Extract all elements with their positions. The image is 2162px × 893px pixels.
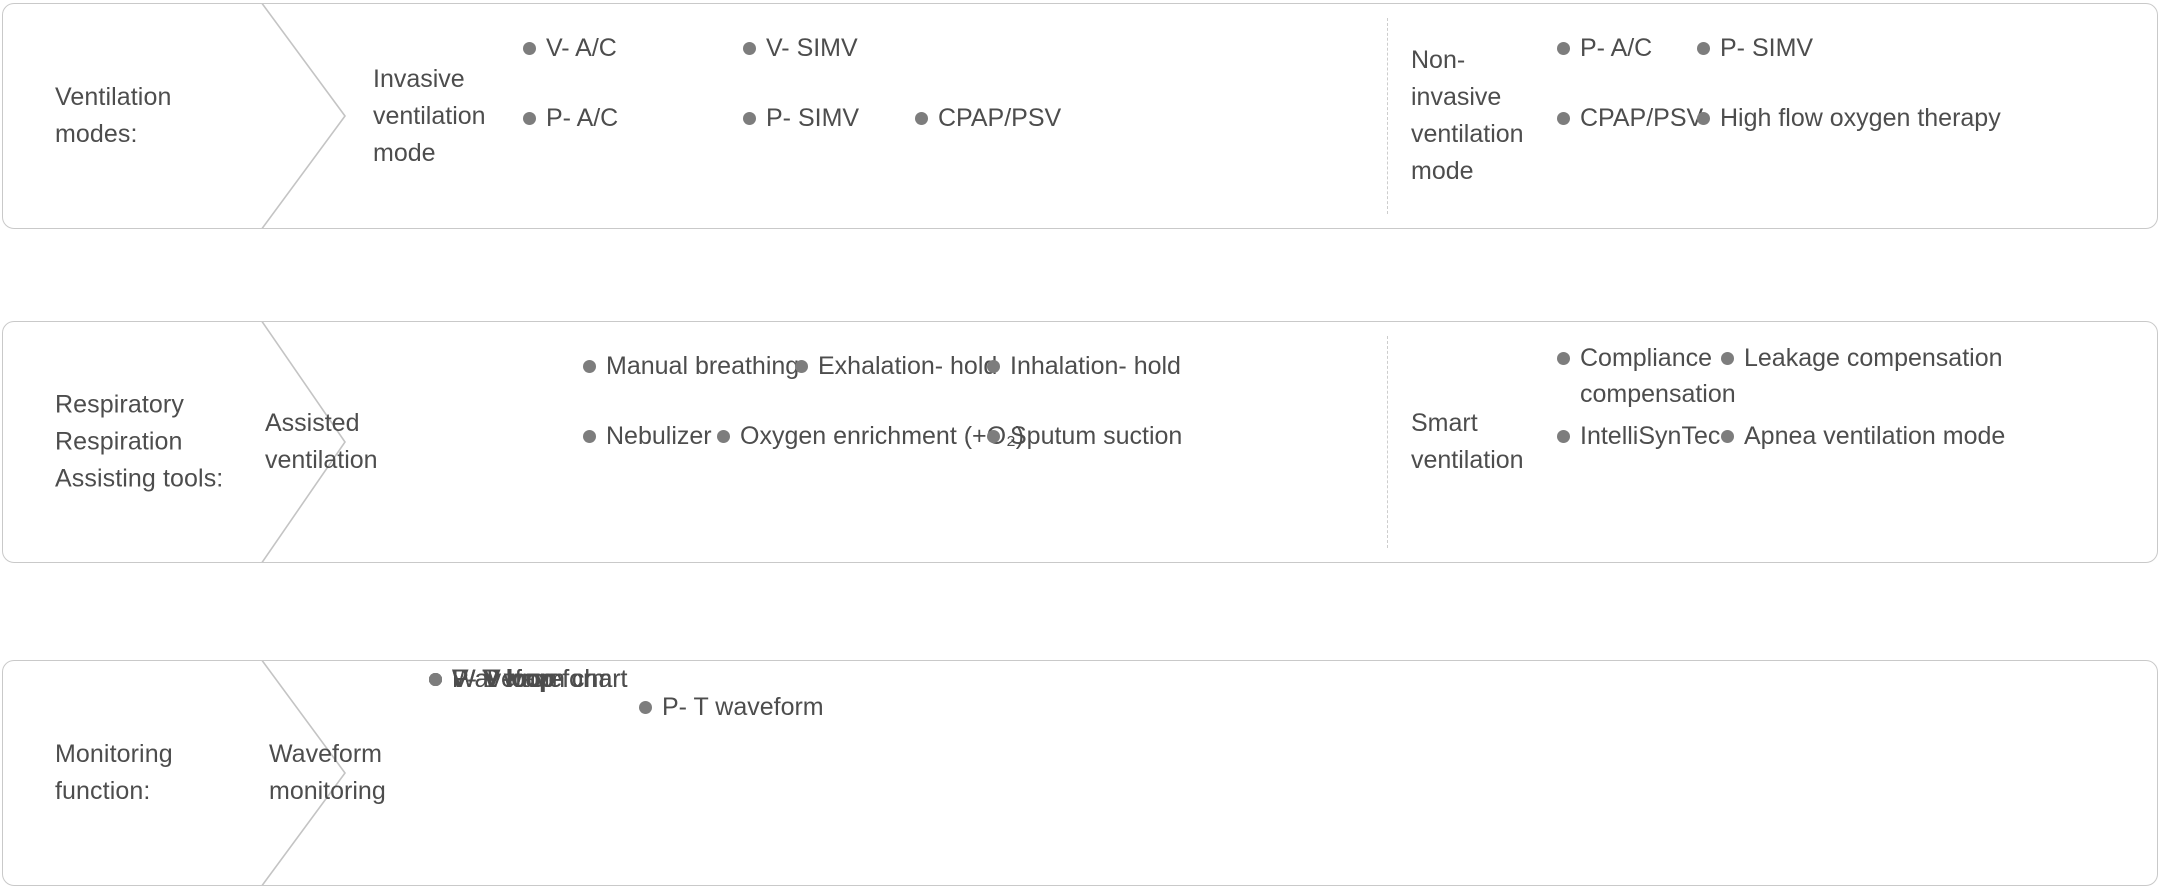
bullet-dot-icon bbox=[639, 701, 652, 714]
bullet-dot-icon bbox=[1557, 112, 1570, 125]
list-item[interactable]: P- SIMV bbox=[1697, 30, 1813, 66]
list-item-label: Wavefrom chart bbox=[452, 665, 628, 693]
group-title-assisted-ventilation: Assisted ventilation bbox=[265, 409, 378, 474]
list-item[interactable]: Nebulizer bbox=[583, 418, 712, 454]
chevron-divider-icon bbox=[233, 4, 363, 228]
list-item-label: P- V loop bbox=[452, 665, 555, 693]
list-item-label: F- V loop bbox=[452, 665, 554, 693]
category-label-ventilation-modes: Ventilation modes: bbox=[55, 83, 172, 148]
list-item-label: P- SIMV bbox=[766, 104, 860, 132]
list-item-label: Oxygen enrichment (+O₂) bbox=[740, 422, 1025, 450]
bullet-dot-icon bbox=[717, 430, 730, 443]
list-item-label: P- SIMV bbox=[1720, 34, 1814, 62]
list-item-label: V- T waveform bbox=[452, 665, 613, 693]
bullet-dot-icon bbox=[987, 360, 1000, 373]
chip-list-smart-ventilation: Compliance compensation Leakage compensa… bbox=[1551, 322, 2153, 562]
group-divider bbox=[1387, 336, 1388, 548]
list-item[interactable]: Inhalation- hold bbox=[987, 348, 1181, 384]
category-label-respiratory-assisting-tools: Respiratory Respiration Assisting tools: bbox=[55, 390, 224, 493]
bullet-dot-icon bbox=[795, 360, 808, 373]
bullet-dot-icon bbox=[1557, 352, 1570, 365]
panel-respiratory-assisting-tools: Respiratory Respiration Assisting tools:… bbox=[2, 321, 2158, 563]
bullet-dot-icon bbox=[1557, 430, 1570, 443]
list-item[interactable]: Wavefrom chart bbox=[429, 661, 628, 697]
list-item[interactable]: Compliance compensation bbox=[1557, 340, 1736, 412]
bullet-dot-icon bbox=[743, 42, 756, 55]
group-assisted-ventilation: Assisted ventilation Manual breathing Ex… bbox=[265, 322, 1385, 562]
group-invasive-ventilation-mode: Invasive ventilation mode V- A/C V- SIMV… bbox=[373, 4, 1383, 228]
list-item-label: V- A/C bbox=[546, 34, 617, 62]
list-item-label: V- SIMV bbox=[766, 34, 858, 62]
list-item-label: IntelliSynTec bbox=[1580, 422, 1721, 450]
list-item[interactable]: P- T waveform bbox=[639, 689, 824, 725]
list-item[interactable]: P- A/C bbox=[523, 100, 618, 136]
group-waveform-monitoring: Waveform monitoring P- T waveform F- T w… bbox=[269, 661, 2153, 885]
bullet-dot-icon bbox=[523, 112, 536, 125]
bullet-dot-icon bbox=[523, 42, 536, 55]
group-non-invasive-ventilation-mode: Non- invasive ventilation mode P- A/C P-… bbox=[1411, 4, 2151, 228]
list-item-label: Wavefrom chart bbox=[452, 665, 628, 693]
list-item-label: CPAP/PSV bbox=[1580, 104, 1704, 132]
bullet-dot-icon bbox=[743, 112, 756, 125]
list-item-label: P- A/C bbox=[546, 104, 619, 132]
list-item[interactable]: High flow oxygen therapy bbox=[1697, 100, 2001, 136]
panel-ventilation-modes: Ventilation modes: Invasive ventilation … bbox=[2, 3, 2158, 229]
list-item[interactable]: Oxygen enrichment (+O₂) bbox=[717, 418, 1024, 454]
bullet-dot-icon bbox=[583, 430, 596, 443]
chip-list-assisted-ventilation: Manual breathing Exhalation- hold Inhala… bbox=[425, 322, 1385, 562]
chip-list-waveform-monitoring: P- T waveform F- T waveform V- T wavefor… bbox=[429, 661, 2153, 885]
bullet-dot-icon bbox=[583, 360, 596, 373]
list-item[interactable]: Sputum suction bbox=[987, 418, 1182, 454]
list-item-label: High flow oxygen therapy bbox=[1720, 104, 2001, 132]
list-item[interactable]: V- SIMV bbox=[743, 30, 858, 66]
bullet-dot-icon bbox=[987, 430, 1000, 443]
list-item[interactable]: Exhalation- hold bbox=[795, 348, 997, 384]
list-item-label: Apnea ventilation mode bbox=[1744, 422, 2006, 450]
bullet-dot-icon bbox=[1697, 42, 1710, 55]
list-item-label: P- T waveform bbox=[662, 693, 824, 721]
panel-monitoring-function: Monitoring function: Waveform monitoring… bbox=[2, 660, 2158, 886]
list-item-label: CPAP/PSV bbox=[938, 104, 1062, 132]
list-item-label: F- T waveform bbox=[452, 665, 613, 693]
list-item[interactable]: Manual breathing bbox=[583, 348, 799, 384]
list-item[interactable]: P- A/C bbox=[1557, 30, 1652, 66]
list-item-label: Nebulizer bbox=[606, 422, 712, 450]
bullet-dot-icon bbox=[1721, 352, 1734, 365]
list-item-label: Inhalation- hold bbox=[1010, 352, 1181, 380]
list-item[interactable]: V- A/C bbox=[523, 30, 617, 66]
bullet-dot-icon bbox=[1697, 112, 1710, 125]
list-item[interactable]: V- T waveform bbox=[429, 661, 612, 697]
list-item-label: F- P loop bbox=[452, 665, 553, 693]
group-title-waveform-monitoring: Waveform monitoring bbox=[269, 740, 386, 805]
group-smart-ventilation: Smart ventilation Compliance compensatio… bbox=[1411, 322, 2153, 562]
bullet-dot-icon bbox=[1557, 42, 1570, 55]
group-title-smart-ventilation: Smart ventilation bbox=[1411, 409, 1524, 474]
list-item-label: Leakage compensation bbox=[1744, 344, 2003, 372]
group-title-non-invasive-ventilation-mode: Non- invasive ventilation mode bbox=[1411, 46, 1524, 185]
list-item-label: Sputum suction bbox=[1010, 422, 1183, 450]
list-item[interactable]: Apnea ventilation mode bbox=[1721, 418, 2005, 454]
list-item-label: Manual breathing bbox=[606, 352, 800, 380]
list-item-label: P- A/C bbox=[1580, 34, 1653, 62]
chip-list-non-invasive-ventilation-mode: P- A/C P- SIMV CPAP/PSV High flow oxygen… bbox=[1551, 4, 2151, 228]
list-item[interactable]: F- T waveform bbox=[429, 661, 612, 697]
category-label-monitoring-function: Monitoring function: bbox=[55, 740, 173, 805]
bullet-dot-icon bbox=[915, 112, 928, 125]
bullet-dot-icon bbox=[429, 673, 442, 686]
bullet-dot-icon bbox=[1721, 430, 1734, 443]
list-item[interactable]: P- SIMV bbox=[743, 100, 859, 136]
list-item[interactable]: Leakage compensation bbox=[1721, 340, 2003, 376]
list-item[interactable]: IntelliSynTec bbox=[1557, 418, 1720, 454]
list-item-label: Compliance compensation bbox=[1580, 344, 1736, 408]
chip-list-invasive-ventilation-mode: V- A/C V- SIMV P- A/C P- SIMV CPAP/PSV bbox=[513, 4, 1383, 228]
list-item-label: Exhalation- hold bbox=[818, 352, 998, 380]
list-item[interactable]: CPAP/PSV bbox=[915, 100, 1061, 136]
group-divider bbox=[1387, 18, 1388, 214]
list-item[interactable]: CPAP/PSV bbox=[1557, 100, 1703, 136]
group-title-invasive-ventilation-mode: Invasive ventilation mode bbox=[373, 64, 486, 167]
